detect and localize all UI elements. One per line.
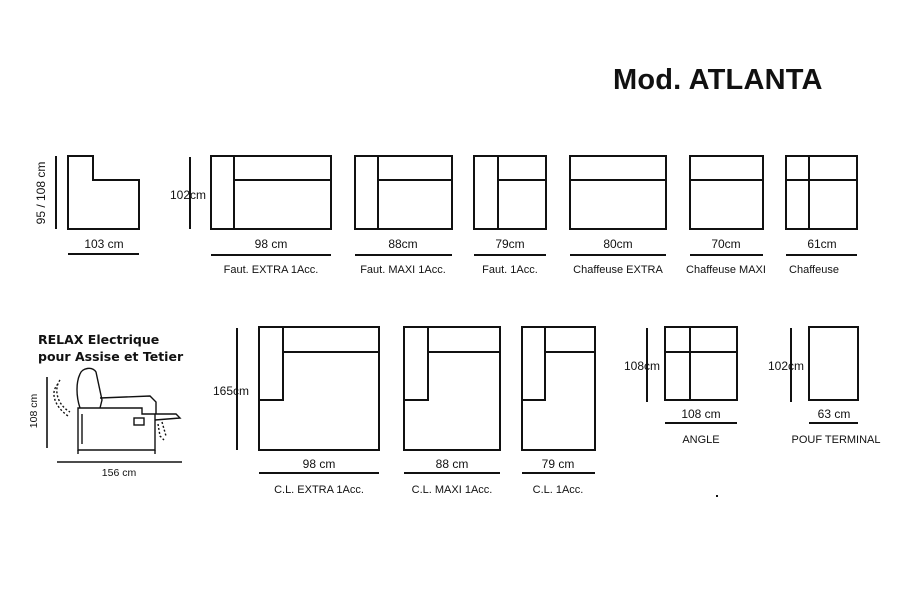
- relax-width-label: 156 cm: [102, 467, 137, 479]
- side-view-module: [67, 155, 140, 230]
- faut-maxi-module: [354, 155, 453, 230]
- chaffeuse-extra-module: [569, 155, 667, 230]
- chaffeuse-width-label: 61cm: [807, 237, 836, 251]
- pouf-name: POUF TERMINAL: [791, 434, 880, 446]
- pouf-module: [808, 326, 859, 401]
- chaffeuse-name: Chaffeuse: [789, 264, 839, 276]
- pouf-width-label: 63 cm: [818, 407, 851, 421]
- faut-width-label: 79cm: [495, 237, 524, 251]
- relax-height-label: 108 cm: [28, 394, 40, 429]
- faut-extra-module: [210, 155, 332, 230]
- cl-extra-name: C.L. EXTRA 1Acc.: [274, 484, 364, 496]
- angle-module: [664, 326, 738, 401]
- faut-maxi-width-label: 88cm: [388, 237, 417, 251]
- relax-caption-line1: RELAX Electrique: [38, 332, 160, 347]
- cl-maxi-name: C.L. MAXI 1Acc.: [412, 484, 493, 496]
- angle-width-label: 108 cm: [681, 407, 720, 421]
- cl-name: C.L. 1Acc.: [533, 484, 584, 496]
- stray-dot: [716, 495, 718, 497]
- chaffeuse-maxi-module: [689, 155, 764, 230]
- pouf-height-label: 102cm: [768, 359, 804, 373]
- side-view-depth-label: 103 cm: [84, 237, 123, 251]
- relax-caption-line2: pour Assise et Tetier: [38, 349, 184, 364]
- chaffeuse-maxi-name: Chaffeuse MAXI: [686, 264, 766, 276]
- model-title: Mod. ATLANTA: [613, 64, 823, 96]
- cl-extra-module: [258, 326, 380, 451]
- cl-maxi-width-label: 88 cm: [436, 457, 469, 471]
- chaffeuse-module: [785, 155, 858, 230]
- row1-height-label: 102cm: [170, 188, 206, 202]
- angle-name: ANGLE: [682, 434, 719, 446]
- chaffeuse-extra-name: Chaffeuse EXTRA: [573, 264, 663, 276]
- faut-extra-width-label: 98 cm: [255, 237, 288, 251]
- side-view-height-label: 95 / 108 cm: [34, 162, 48, 225]
- faut-extra-name: Faut. EXTRA 1Acc.: [224, 264, 319, 276]
- relax-chair-drawing: [53, 367, 182, 454]
- cl-extra-width-label: 98 cm: [303, 457, 336, 471]
- chaffeuse-maxi-width-label: 70cm: [711, 237, 740, 251]
- cl-width-label: 79 cm: [542, 457, 575, 471]
- chaffeuse-extra-width-label: 80cm: [603, 237, 632, 251]
- relax-caption: RELAX Electrique pour Assise et Tetier: [38, 331, 183, 365]
- faut-name: Faut. 1Acc.: [482, 264, 538, 276]
- angle-height-label: 108cm: [624, 359, 660, 373]
- cl-maxi-module: [403, 326, 501, 451]
- faut-module: [473, 155, 547, 230]
- row2-height-label: 165cm: [213, 384, 249, 398]
- cl-module: [521, 326, 596, 451]
- faut-maxi-name: Faut. MAXI 1Acc.: [360, 264, 446, 276]
